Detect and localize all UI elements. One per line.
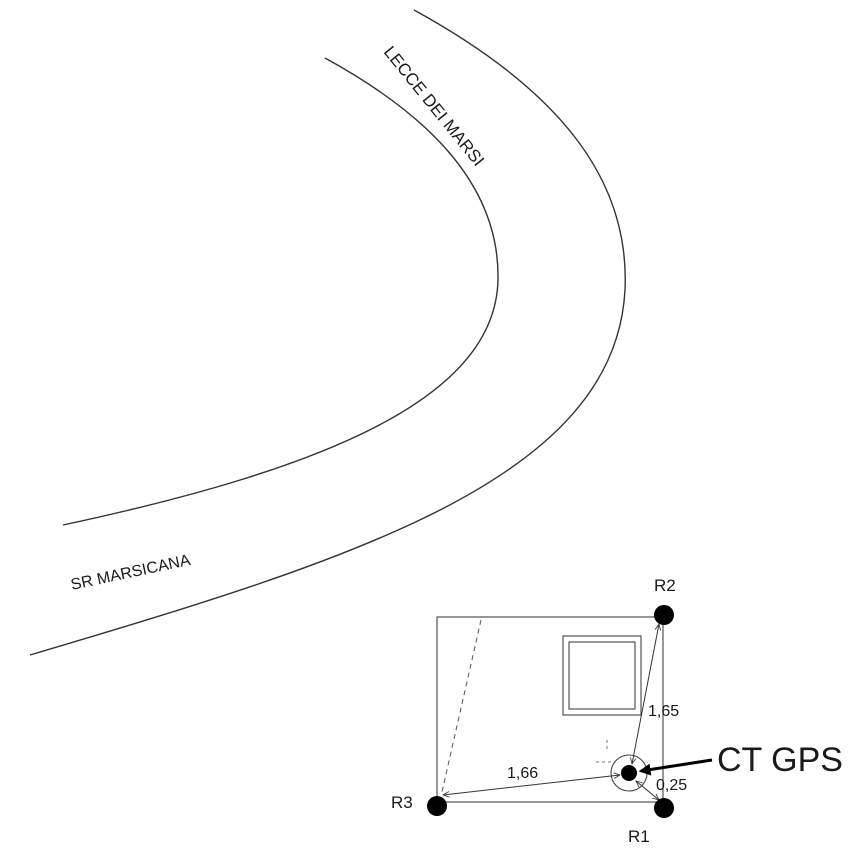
- station-dot: [621, 765, 637, 781]
- distance-label-r3: 1,66: [507, 765, 538, 782]
- road-inner-edge: [62, 57, 499, 526]
- property-boundary: [436, 616, 664, 803]
- reference-point-r1: [654, 798, 674, 818]
- dimension-line-r3: [443, 775, 620, 795]
- reference-label-r3: R3: [391, 793, 413, 812]
- station-label: CT GPS: [717, 741, 843, 779]
- building-inner: [568, 641, 636, 710]
- dimension-line-r1: [636, 781, 659, 800]
- reference-point-r2: [654, 605, 674, 625]
- building-outer: [562, 635, 642, 716]
- reference-label-r1: R1: [628, 827, 650, 846]
- dimension-line-r2: [632, 624, 659, 764]
- road-label-sr-marsicana: SR MARSICANA: [69, 552, 192, 594]
- distance-label-r2: 1,65: [648, 703, 679, 720]
- dashed-boundary-line: [441, 619, 482, 793]
- distance-label-r1: 0,25: [656, 777, 687, 794]
- road-outer-edge: [29, 9, 626, 656]
- road-label-lecce-dei-marsi: LECCE DEI MARSI: [380, 43, 488, 170]
- reference-point-r3: [427, 796, 447, 816]
- reference-label-r2: R2: [654, 576, 676, 595]
- station-callout-arrow: [638, 758, 713, 776]
